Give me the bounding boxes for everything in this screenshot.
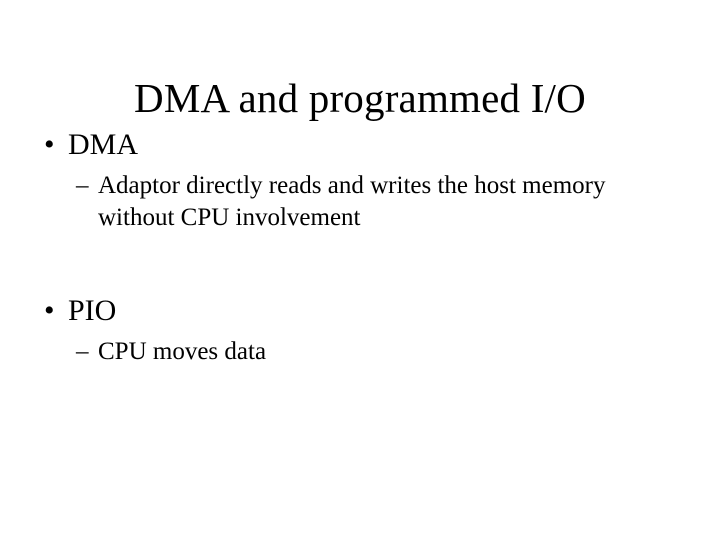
- list-item-level2-label: Adaptor directly reads and writes the ho…: [98, 172, 606, 231]
- list-item-level1-label: PIO: [68, 294, 117, 327]
- bullet-group-pio: • PIO – CPU moves data: [0, 292, 720, 368]
- bullet-dot-icon: •: [44, 128, 55, 161]
- dash-marker-icon: –: [76, 172, 89, 199]
- list-item-level1: • PIO: [0, 292, 720, 330]
- bullet-group-dma: • DMA – Adaptor directly reads and write…: [0, 126, 720, 234]
- slide-body: • DMA – Adaptor directly reads and write…: [0, 126, 720, 368]
- list-item-level1: • DMA: [0, 126, 720, 164]
- group-spacer: [0, 234, 720, 292]
- dash-marker-icon: –: [76, 338, 89, 365]
- list-item-level2-label: CPU moves data: [98, 338, 267, 365]
- list-item-level1-label: DMA: [68, 128, 139, 161]
- list-item-level2: – CPU moves data: [0, 336, 720, 368]
- page-title: DMA and programmed I/O: [134, 75, 586, 122]
- list-item-level2: – Adaptor directly reads and writes the …: [0, 170, 720, 234]
- bullet-dot-icon: •: [44, 294, 55, 327]
